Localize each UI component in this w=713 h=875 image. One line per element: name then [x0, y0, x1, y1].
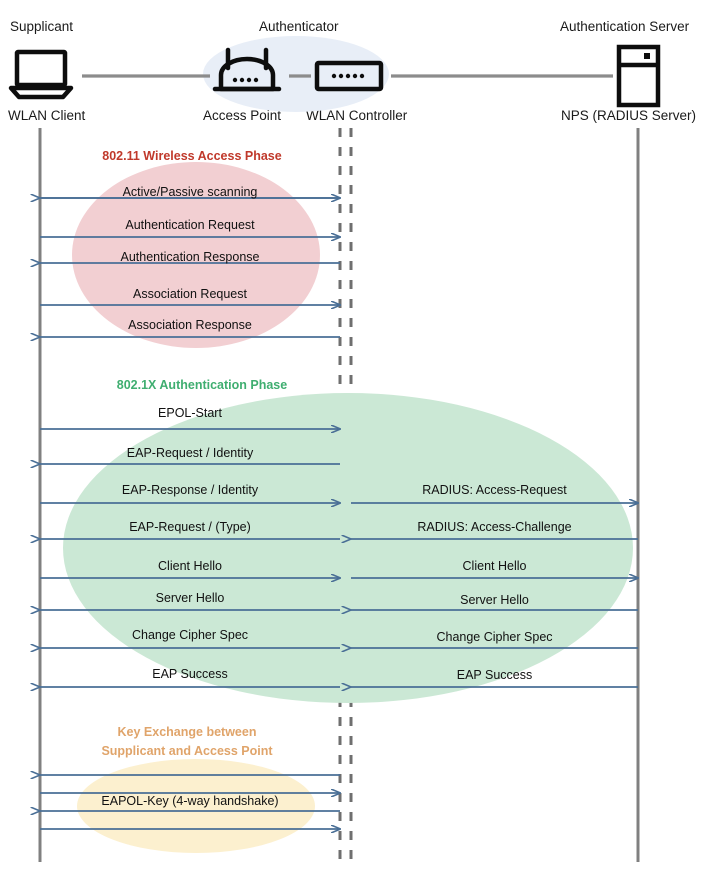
role-label-authenticator: Authenticator: [259, 19, 339, 34]
message-label-change-cipher-spec-right: Change Cipher Spec: [436, 630, 553, 644]
node-label-wlan-client: WLAN Client: [8, 108, 86, 123]
message-label-eap-request-type: EAP-Request / (Type): [129, 520, 251, 534]
node-label-nps-radius-server: NPS (RADIUS Server): [561, 108, 697, 123]
phase-title-802-11: 802.11 Wireless Access Phase: [102, 149, 282, 163]
message-label-client-hello-left: Client Hello: [158, 559, 222, 573]
access-point-icon: [212, 47, 282, 92]
message-label-association-request: Association Request: [133, 287, 247, 301]
message-label-change-cipher-spec-left: Change Cipher Spec: [131, 628, 249, 642]
message-label-server-hello-right: Server Hello: [460, 593, 529, 607]
message-arrows-802-1x: [40, 429, 638, 687]
phase-title-key-exchange-line2: Supplicant and Access Point: [101, 744, 273, 758]
authenticator-halo: [203, 36, 389, 112]
message-label-eap-response-identity: EAP-Response / Identity: [121, 483, 259, 497]
message-label-server-hello-left: Server Hello: [155, 591, 225, 605]
message-label-radius-access-challenge: RADIUS: Access-Challenge: [417, 520, 572, 534]
phase-title-802-1x: 802.1X Authentication Phase: [116, 378, 288, 392]
message-label-association-response: Association Response: [128, 318, 252, 332]
message-arrows-802-11: [40, 198, 340, 337]
message-arrows-key-exchange: [40, 775, 340, 829]
message-label-eap-success-right: EAP Success: [456, 668, 533, 682]
message-label-client-hello-right: Client Hello: [462, 559, 527, 573]
role-label-supplicant: Supplicant: [10, 19, 74, 34]
message-label-active-passive-scanning: Active/Passive scanning: [122, 185, 258, 199]
wlan-controller-icon: [314, 60, 384, 92]
node-label-wlan-controller: WLAN Controller: [306, 108, 408, 123]
phase-title-key-exchange: Key Exchange between Supplicant and Acce…: [0, 723, 374, 761]
role-label-authentication-server: Authentication Server: [560, 19, 690, 34]
phase-ellipse-802-11: [72, 162, 320, 348]
phase-ellipse-802-1x: [63, 393, 633, 703]
message-label-radius-access-request: RADIUS: Access-Request: [422, 483, 567, 497]
message-label-eap-request-identity: EAP-Request / Identity: [126, 446, 254, 460]
message-label-epol-start: EPOL-Start: [158, 406, 222, 420]
laptop-icon: [8, 49, 74, 100]
phase-title-key-exchange-line1: Key Exchange between: [117, 725, 257, 739]
message-label-eapol-key-handshake: EAPOL-Key (4-way handshake): [101, 794, 279, 808]
message-label-authentication-response: Authentication Response: [120, 250, 260, 264]
node-label-access-point: Access Point: [203, 108, 282, 123]
message-label-eap-success-left: EAP Success: [152, 667, 228, 681]
server-icon: [616, 44, 661, 108]
message-label-authentication-request: Authentication Request: [125, 218, 255, 232]
